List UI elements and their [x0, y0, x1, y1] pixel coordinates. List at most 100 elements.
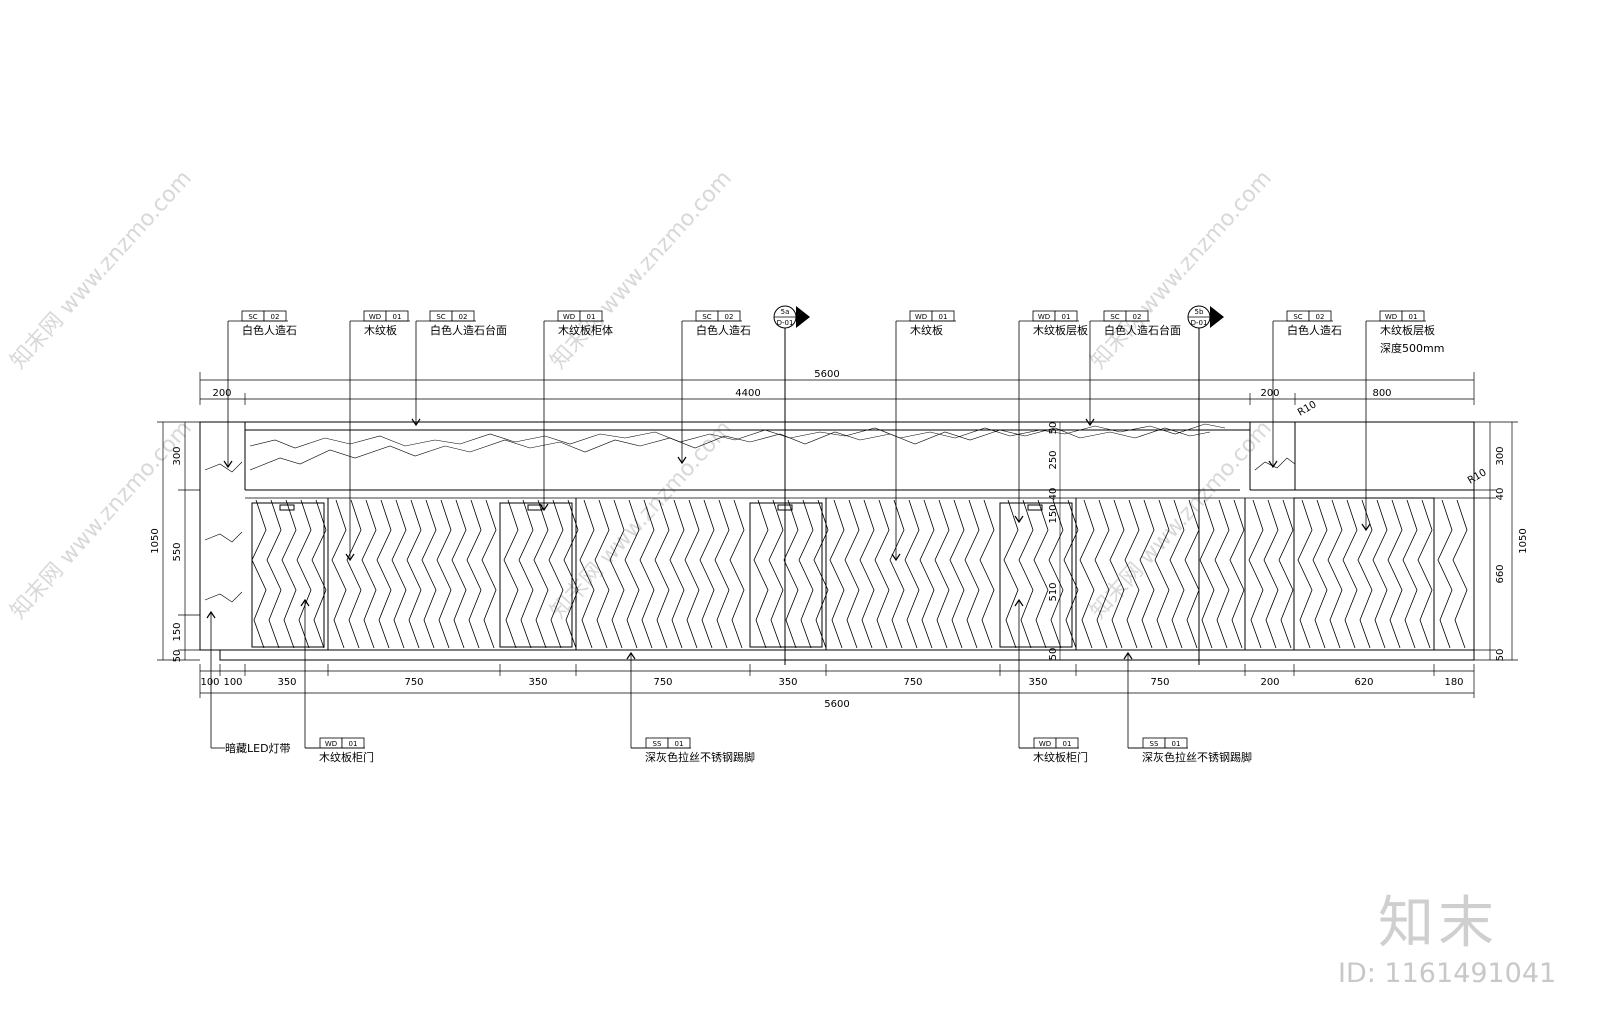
dim-label: 4400: [735, 388, 760, 399]
radius-label: R10: [1466, 467, 1489, 486]
cabinet-door: [251, 502, 325, 648]
brand-watermark: 知末: [1378, 891, 1498, 956]
dim-label: 660: [1495, 564, 1506, 583]
grain-stroke: [1387, 499, 1403, 649]
cabinet-door: [499, 502, 573, 648]
dim-label: 550: [172, 542, 183, 561]
callout-label: 白色人造石: [1287, 323, 1342, 337]
grain-stroke: [1048, 499, 1064, 649]
arrow-icon: [411, 418, 421, 427]
callout-code: WD: [1385, 313, 1397, 321]
grain-stroke: [1437, 499, 1453, 649]
radius-label: R10: [1296, 399, 1319, 418]
grain-stroke: [1109, 499, 1125, 649]
grain-stroke: [391, 499, 407, 649]
dim-label: 50: [1048, 422, 1059, 435]
dim-label: 620: [1354, 677, 1373, 688]
callout-code: SC: [1293, 313, 1302, 321]
callout-num: 01: [349, 740, 358, 748]
callout-extra: 深度500mm: [1380, 341, 1444, 355]
grain-stroke: [311, 499, 327, 649]
grain-stroke: [361, 499, 377, 649]
callout-code: WD: [369, 313, 381, 321]
callout-label: 白色人造石: [242, 323, 297, 337]
callout-label: 木纹板: [364, 323, 397, 337]
grain-stroke: [874, 499, 890, 649]
dim-label: 350: [1028, 677, 1047, 688]
grain-stroke: [1094, 499, 1110, 649]
section-marker: 5b D-01: [1187, 305, 1224, 665]
grain-stroke: [1297, 499, 1313, 649]
callout-num: 01: [1409, 313, 1418, 321]
grain-stroke: [1018, 499, 1034, 649]
right-dimensions: [1474, 421, 1518, 661]
callout-label: 深灰色拉丝不锈钢踢脚: [645, 750, 755, 764]
arrow-icon: [1085, 418, 1095, 427]
callout-label: 木纹板: [910, 323, 943, 337]
grain-stroke: [1229, 499, 1245, 649]
callout-code: WD: [1038, 313, 1050, 321]
grain-stroke: [829, 499, 845, 649]
dim-label: 750: [404, 677, 423, 688]
grain-stroke: [1417, 499, 1433, 649]
grain-stroke: [753, 499, 769, 649]
callout-label: 木纹板柜门: [1033, 750, 1088, 764]
dim-label: 180: [1444, 677, 1463, 688]
grain-stroke: [1124, 499, 1140, 649]
arrow-icon: [677, 456, 687, 465]
dim-label: 350: [778, 677, 797, 688]
arrow-icon: [539, 503, 549, 512]
section-marker-bottom: D-01: [777, 319, 794, 327]
grain-stroke: [904, 499, 920, 649]
dim-label: 350: [528, 677, 547, 688]
wood-grain: [251, 499, 1468, 649]
grain-stroke: [934, 499, 950, 649]
watermark-text: 知末网 www.znzmo.com: [1086, 166, 1277, 374]
grain-stroke: [281, 499, 297, 649]
callout-num: 02: [1316, 313, 1325, 321]
grain-stroke: [1342, 499, 1358, 649]
dim-label: 100: [200, 677, 219, 688]
grain-stroke: [376, 499, 392, 649]
dim-label: 200: [1260, 388, 1279, 399]
watermark-text: 知末网 www.znzmo.com: [6, 166, 197, 374]
grain-stroke: [1248, 499, 1264, 649]
callout-label: 木纹板柜体: [558, 323, 613, 337]
watermark-text: 知末网 www.znzmo.com: [1086, 416, 1277, 624]
grain-stroke: [563, 499, 579, 649]
dim-label: 300: [172, 446, 183, 465]
callout-bottom: 暗藏LED灯带: [206, 610, 291, 755]
arrow-icon: [1361, 523, 1371, 532]
left-dimensions: [157, 421, 200, 661]
grain-stroke: [1184, 499, 1200, 649]
plinth-strip: [219, 649, 1475, 661]
grain-stroke: [1312, 499, 1328, 649]
watermark-text: 知末网 www.znzmo.com: [546, 166, 737, 374]
callout-code: SC: [1110, 313, 1119, 321]
grain-stroke: [594, 499, 610, 649]
grain-stroke: [783, 499, 799, 649]
dim-label: 750: [653, 677, 672, 688]
callout-num: 02: [1133, 313, 1142, 321]
arrow-icon: [626, 651, 636, 660]
grain-stroke: [1372, 499, 1388, 649]
cabinet-doors: [251, 497, 1435, 651]
grain-stroke: [346, 499, 362, 649]
dim-label: 50: [1495, 649, 1506, 662]
callout-num: 01: [1062, 313, 1071, 321]
watermark-text: 知末网 www.znzmo.com: [6, 416, 197, 624]
dim-label: 250: [1048, 450, 1059, 469]
grain-stroke: [1357, 499, 1373, 649]
grain-stroke: [654, 499, 670, 649]
grain-stroke: [964, 499, 980, 649]
callout-label: 白色人造石台面: [430, 323, 507, 337]
grain-stroke: [798, 499, 814, 649]
grain-stroke: [503, 499, 519, 649]
